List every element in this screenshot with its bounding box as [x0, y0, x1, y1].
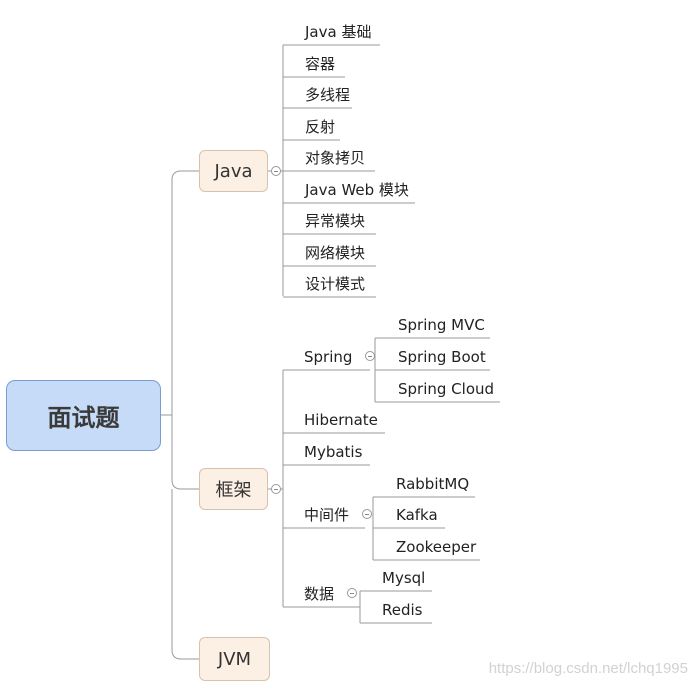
java-child-containers[interactable]: 容器: [305, 55, 336, 73]
java-child-javaweb[interactable]: Java Web 模块: [305, 181, 409, 199]
collapse-data-icon[interactable]: [347, 588, 357, 598]
collapse-framework-icon[interactable]: [271, 484, 281, 494]
data-mysql[interactable]: Mysql: [382, 569, 426, 587]
branch-framework[interactable]: 框架: [199, 468, 268, 510]
framework-data[interactable]: 数据: [304, 585, 335, 603]
java-child-exceptions[interactable]: 异常模块: [305, 212, 366, 230]
spring-cloud[interactable]: Spring Cloud: [398, 380, 495, 398]
framework-middleware[interactable]: 中间件: [304, 506, 350, 524]
data-redis[interactable]: Redis: [382, 601, 423, 619]
collapse-spring-icon[interactable]: [365, 351, 375, 361]
spring-mvc[interactable]: Spring MVC: [398, 316, 485, 334]
java-child-object-copy[interactable]: 对象拷贝: [305, 149, 366, 167]
middleware-zookeeper[interactable]: Zookeeper: [396, 538, 477, 556]
framework-spring[interactable]: Spring: [304, 348, 353, 366]
branch-java[interactable]: Java: [199, 150, 268, 192]
watermark: https://blog.csdn.net/lchq1995: [488, 660, 688, 677]
branch-java-label: Java: [214, 160, 253, 182]
java-child-basics[interactable]: Java 基础: [305, 23, 372, 41]
spring-boot[interactable]: Spring Boot: [398, 348, 486, 366]
framework-hibernate[interactable]: Hibernate: [304, 411, 378, 429]
java-child-network[interactable]: 网络模块: [305, 244, 366, 262]
middleware-rabbitmq[interactable]: RabbitMQ: [396, 475, 470, 493]
branch-jvm[interactable]: JVM: [199, 637, 270, 681]
branch-jvm-label: JVM: [217, 648, 252, 670]
java-child-design-patterns[interactable]: 设计模式: [305, 275, 366, 293]
framework-mybatis[interactable]: Mybatis: [304, 443, 363, 461]
collapse-java-icon[interactable]: [271, 166, 281, 176]
root-node[interactable]: 面试题: [6, 380, 161, 451]
middleware-kafka[interactable]: Kafka: [396, 506, 438, 524]
java-child-multithreading[interactable]: 多线程: [305, 86, 351, 104]
branch-framework-label: 框架: [215, 480, 252, 501]
java-child-reflection[interactable]: 反射: [305, 118, 336, 136]
root-label: 面试题: [47, 404, 120, 432]
collapse-middleware-icon[interactable]: [362, 509, 372, 519]
